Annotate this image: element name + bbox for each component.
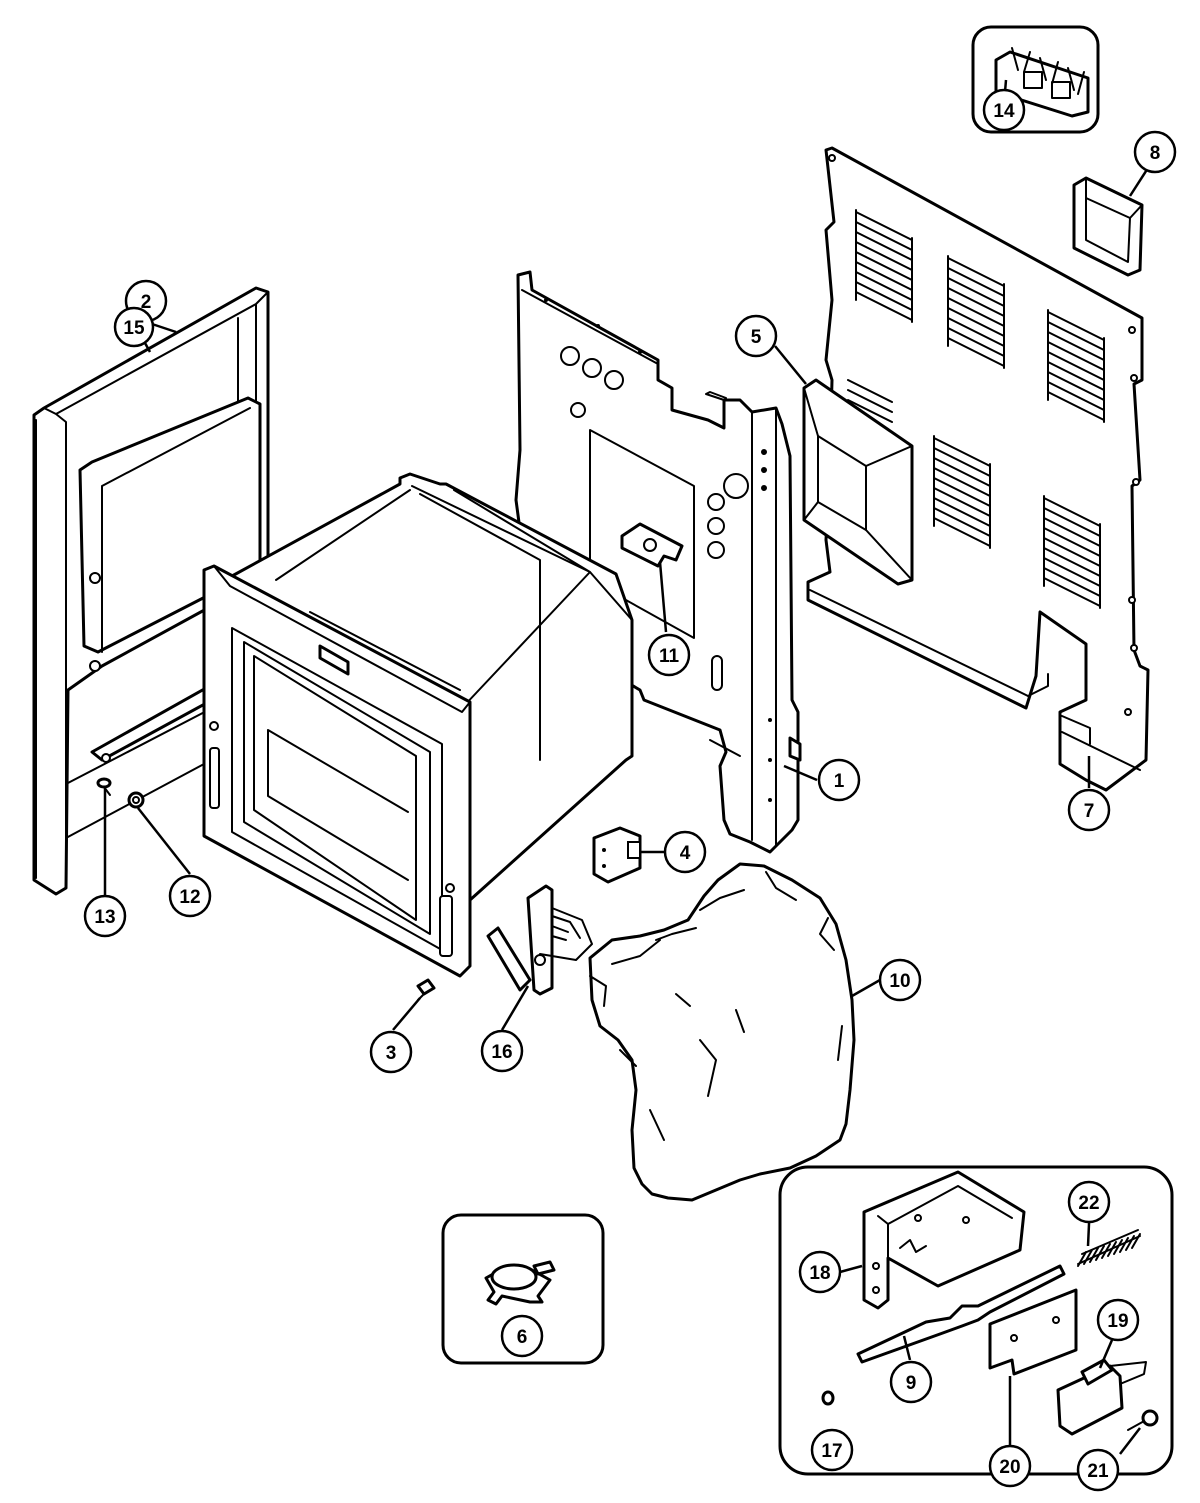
callout-label-3: 3 [386, 1043, 397, 1064]
callout-label-11: 11 [659, 646, 680, 667]
callout-label-5: 5 [751, 327, 762, 348]
callout-label-14: 14 [993, 101, 1015, 122]
callout-3: 3 [369, 1030, 413, 1074]
callout-label-2: 2 [141, 292, 152, 313]
insulation-blanket-part [588, 862, 856, 1202]
callout-9: 9 [889, 1360, 933, 1404]
callout-label-22: 22 [1078, 1193, 1099, 1214]
callout-10: 10 [878, 958, 922, 1002]
callout-label-12: 12 [179, 887, 200, 908]
callout-label-8: 8 [1150, 143, 1161, 164]
callout-21: 21 [1076, 1448, 1120, 1492]
callout-6: 6 [500, 1314, 544, 1358]
callout-20: 20 [988, 1444, 1032, 1488]
callout-4: 4 [663, 830, 707, 874]
callout-5: 5 [734, 314, 778, 358]
callout-12: 12 [168, 874, 212, 918]
callout-label-16: 16 [491, 1042, 512, 1063]
callout-11: 11 [647, 633, 691, 677]
callout-label-18: 18 [809, 1263, 830, 1284]
callout-22: 22 [1067, 1180, 1111, 1224]
callout-label-1: 1 [834, 771, 845, 792]
rear-panel-part [806, 146, 1150, 792]
callout-13: 13 [83, 894, 127, 938]
micro-switch-part-19 [1056, 1358, 1147, 1436]
screw-part-3 [416, 978, 436, 1001]
callout-19: 19 [1096, 1298, 1140, 1342]
callout-label-7: 7 [1084, 801, 1095, 822]
pin-part-17 [821, 1390, 835, 1406]
vent-frame-part [1072, 176, 1144, 277]
callout-label-20: 20 [999, 1457, 1020, 1478]
callout-15: 15 [113, 306, 155, 348]
latch-rod-part-9 [856, 1264, 1066, 1364]
screw-part-21 [1127, 1409, 1159, 1431]
switch-plate-part-20 [988, 1288, 1078, 1376]
callout-label-9: 9 [906, 1373, 917, 1394]
callout-label-19: 19 [1107, 1311, 1128, 1332]
hinge-receptacle-part [592, 826, 642, 884]
door-hinge-part [486, 884, 593, 996]
thermostat-part [484, 1260, 556, 1306]
callout-14: 14 [982, 88, 1026, 132]
latch-bracket-part-18 [862, 1170, 1026, 1310]
spring-part-22 [1077, 1229, 1141, 1267]
callout-18: 18 [798, 1250, 842, 1294]
callout-label-10: 10 [889, 971, 910, 992]
callout-label-15: 15 [123, 318, 145, 339]
callout-label-4: 4 [680, 843, 691, 864]
callout-label-6: 6 [517, 1327, 528, 1348]
callout-label-21: 21 [1087, 1461, 1109, 1482]
callout-1: 1 [817, 758, 861, 802]
terminal-block-part [994, 47, 1090, 118]
callout-7: 7 [1067, 788, 1111, 832]
callout-label-17: 17 [821, 1441, 842, 1462]
callout-label-13: 13 [94, 907, 115, 928]
callout-16: 16 [480, 1029, 524, 1073]
heat-shield-frame-part [802, 378, 914, 586]
sensor-bracket-part [620, 522, 684, 568]
oven-cavity-part [202, 472, 634, 978]
callout-17: 17 [810, 1428, 854, 1472]
callout-8: 8 [1133, 130, 1177, 174]
screw-part-12 [127, 791, 145, 809]
leader-lines [103, 79, 1150, 1455]
